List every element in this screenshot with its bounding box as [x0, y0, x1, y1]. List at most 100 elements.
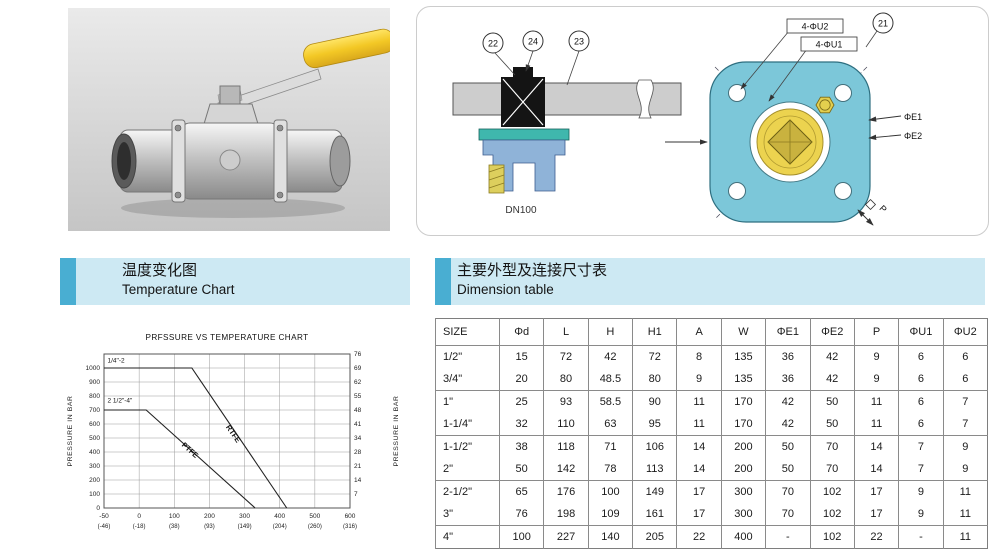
- callout-24-label: 24: [528, 37, 538, 47]
- table-cell: 14: [676, 435, 722, 458]
- y-tick-left: 200: [89, 477, 100, 484]
- u2-leader: [740, 30, 790, 90]
- y-tick-left: 1000: [86, 365, 101, 372]
- table-cell: 9: [898, 503, 944, 526]
- table-cell: 90: [632, 390, 677, 413]
- x-tick: 400: [274, 513, 285, 520]
- table-cell: 11: [853, 413, 899, 436]
- table-cell: 15: [498, 345, 544, 368]
- valve-stem: [219, 85, 241, 107]
- x-tick-secondary: (204): [273, 524, 287, 530]
- table-cell: 2-1/2": [435, 480, 500, 503]
- joint-flange-left: [171, 119, 186, 203]
- adapter-ring: [763, 115, 817, 169]
- table-cell: 1/2": [435, 345, 500, 368]
- u2-label: 4-ΦU2: [802, 22, 829, 32]
- mounting-pad: [203, 103, 259, 125]
- u1-label-box: [800, 36, 858, 52]
- table-cell: 198: [543, 503, 589, 526]
- table-cell: 32: [498, 413, 544, 436]
- x-tick-secondary: (-18): [133, 524, 146, 530]
- table-cell: 9: [942, 458, 988, 481]
- table-cell: 58.5: [587, 390, 633, 413]
- table-cell: 80: [632, 368, 677, 391]
- bolt-icon: [276, 124, 284, 132]
- square-symbol-icon: [864, 198, 877, 211]
- table-cell: 4": [435, 525, 500, 549]
- u1-label: 4-ΦU1: [816, 40, 843, 50]
- bolt-icon: [174, 191, 182, 199]
- table-cell: 118: [543, 435, 589, 458]
- table-cell: 140: [587, 525, 633, 549]
- table-cell: 113: [632, 458, 677, 481]
- column-header: H: [587, 318, 633, 346]
- table-cell: 176: [543, 480, 589, 503]
- spec-plate: [219, 149, 241, 171]
- e2-label: ΦE2: [904, 131, 922, 141]
- pipe-break: [636, 79, 654, 119]
- table-cell: 17: [676, 480, 722, 503]
- hex-bolt: [815, 96, 835, 114]
- technical-diagram-panel: 22 24 23 DN100: [415, 5, 990, 237]
- x-tick: -50: [99, 513, 109, 520]
- table-cell: 25: [498, 390, 544, 413]
- x-tick: 300: [239, 513, 250, 520]
- table-cell: 6: [942, 345, 988, 368]
- square-drive-crosslines: [768, 120, 812, 164]
- table-cell: 17: [676, 503, 722, 526]
- table-cell: 9: [942, 435, 988, 458]
- column-header: ΦE2: [809, 318, 855, 346]
- stem-section: [513, 67, 533, 77]
- column-header: H1: [632, 318, 677, 346]
- series-ptfe: [104, 409, 256, 509]
- column-header: ΦU2: [942, 318, 988, 346]
- x-tick: 0: [137, 513, 141, 520]
- table-cell: 6: [898, 413, 944, 436]
- y-tick-left: 900: [89, 379, 100, 386]
- table-cell: 11: [942, 503, 988, 526]
- bolt-icon: [276, 191, 284, 199]
- x-tick-secondary: (316): [343, 524, 357, 530]
- callout-leader: [566, 50, 580, 86]
- bolt-icon: [174, 124, 182, 132]
- table-cell: 9: [853, 368, 899, 391]
- table-cell: 2": [435, 458, 500, 481]
- y-tick-right: 21: [354, 463, 362, 470]
- table-cell: 95: [632, 413, 677, 436]
- table-cell: 200: [720, 458, 766, 481]
- table-cell: 72: [543, 345, 589, 368]
- table-cell: 7: [898, 458, 944, 481]
- table-cell: 70: [765, 503, 811, 526]
- table-cell: 48.5: [587, 368, 633, 391]
- y-tick-left: 500: [89, 435, 100, 442]
- table-cell: 205: [632, 525, 677, 549]
- u2-label-box: [786, 18, 844, 34]
- callout-leader: [494, 52, 516, 76]
- table-cell: 100: [587, 480, 633, 503]
- table-cell: 200: [720, 435, 766, 458]
- table-cell: 93: [543, 390, 589, 413]
- column-header: Φd: [498, 318, 544, 346]
- table-cell: 6: [942, 368, 988, 391]
- table-cell: -: [898, 525, 944, 549]
- y-tick-right: 76: [354, 351, 362, 358]
- joint-flange-right: [273, 119, 288, 203]
- y-tick-right: 14: [354, 477, 362, 484]
- table-cell: 11: [853, 390, 899, 413]
- x-tick: 500: [309, 513, 320, 520]
- drawing-frame: [416, 6, 989, 236]
- y-tick-right: 62: [354, 379, 362, 386]
- table-cell: 11: [942, 480, 988, 503]
- table-cell: 9: [853, 345, 899, 368]
- table-cell: 42: [765, 390, 811, 413]
- table-cell: 11: [676, 390, 722, 413]
- y-tick-left: 100: [89, 491, 100, 498]
